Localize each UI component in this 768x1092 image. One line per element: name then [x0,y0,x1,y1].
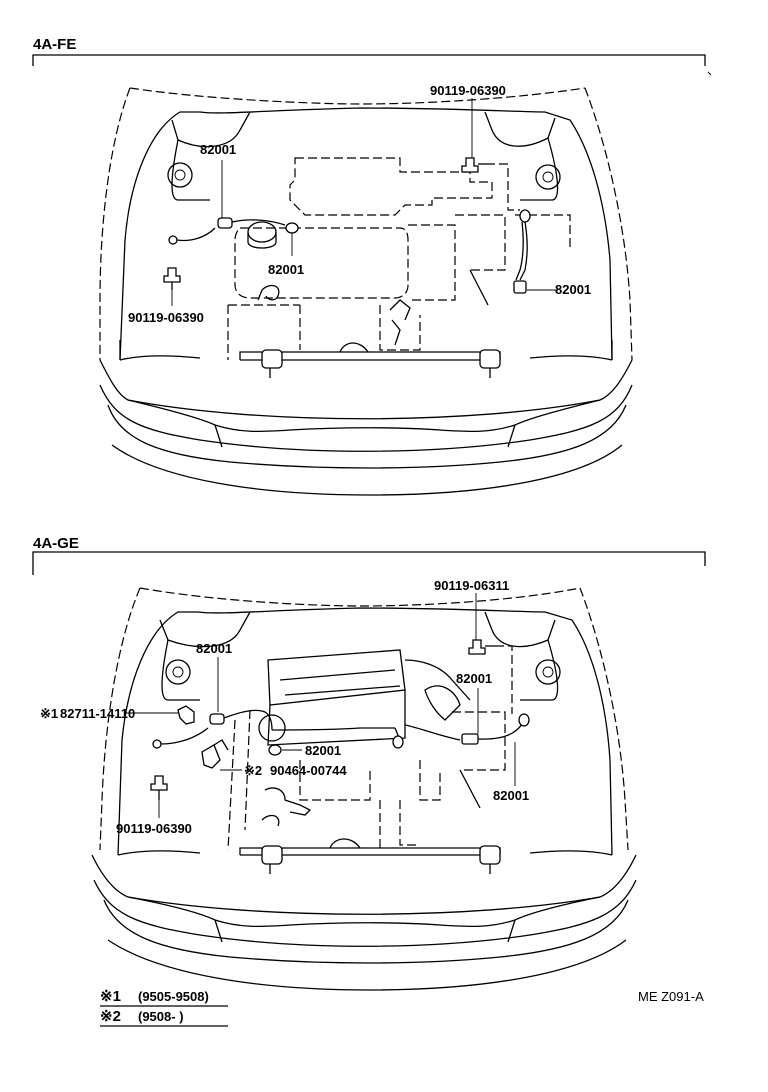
legend-range: (9508- ) [138,1009,184,1024]
part-label: 82001 [196,641,232,656]
part-label: 82001 [493,788,529,803]
part-label-marker: ※1 [40,706,58,721]
section-bracket [32,551,706,575]
figure-code: ME Z091-A [638,989,704,1004]
part-label: 82001 [305,743,341,758]
car-front-outline [91,587,637,991]
legend-range: (9505-9508) [138,989,209,1004]
legend-mark: ※2 [100,1008,121,1025]
callout-lines [124,593,516,818]
legend: ※1 (9505-9508) ※2 (9508- ) [100,988,228,1027]
part-label: 82001 [200,142,236,157]
part-label: 90119-06390 [430,83,506,98]
section-title: 4A-GE [33,535,79,552]
engine-block [227,157,571,360]
part-label: 90119-06390 [128,310,204,325]
legend-mark: ※1 [100,988,121,1005]
part-label: 90119-06311 [434,578,509,593]
part-label: 90464-00744 [270,763,347,778]
part-label: 82001 [555,282,591,297]
ground-wire-harness [150,639,530,800]
part-label: 82001 [456,671,492,686]
section-title: 4A-FE [33,36,76,53]
engine-block [227,649,506,851]
section-4a-ge: 4A-GE [32,535,706,991]
ground-wire-harness [163,157,531,294]
callout-lines [171,98,558,306]
section-4a-fe: 4A-FE [32,36,712,496]
part-label: 82001 [268,262,304,277]
part-label: 82711-14110 [60,706,135,721]
section-bracket [32,54,706,66]
car-front-outline [99,87,633,496]
part-label: 90119-06390 [116,821,192,836]
part-label-marker: ※2 [244,763,262,778]
